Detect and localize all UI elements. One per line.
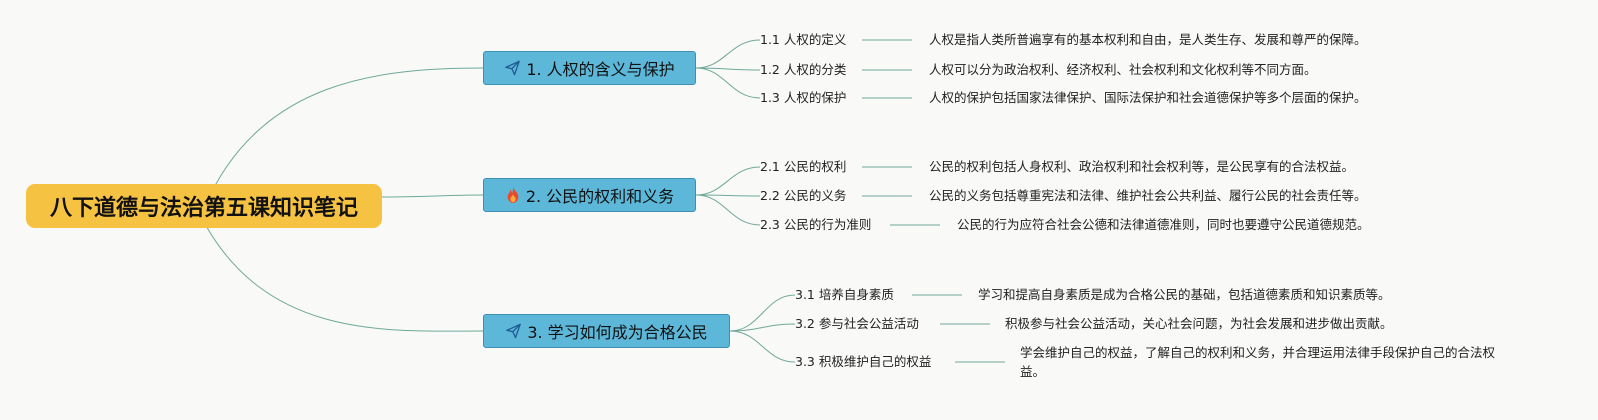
subtopic-3-1[interactable]: 3.1 培养自身素质 <box>795 287 894 302</box>
subtopic-1-3-note: 人权的保护包括国家法律保护、国际法保护和社会道德保护等多个层面的保护。 <box>929 90 1367 105</box>
root-topic[interactable]: 八下道德与法治第五课知识笔记 <box>26 184 382 228</box>
subtopic-2-1-note: 公民的权利包括人身权利、政治权利和社会权利等，是公民享有的合法权益。 <box>929 159 1355 174</box>
subtopic-1-1-note: 人权是指人类所普遍享有的基本权利和自由，是人类生存、发展和尊严的保障。 <box>929 32 1367 47</box>
branch-2-to-item-2-link <box>695 194 761 197</box>
branch-topic-2-label: 2. 公民的权利和义务 <box>525 187 675 206</box>
subtopic-2-3[interactable]: 2.3 公民的行为准则 <box>760 217 872 232</box>
subtopic-2-1[interactable]: 2.1 公民的权利 <box>760 159 847 174</box>
root-to-branch-3-link <box>204 223 484 332</box>
subtopic-2-2-note: 公民的义务包括尊重宪法和法律、维护社会公共利益、履行公民的社会责任等。 <box>929 188 1367 203</box>
root-to-branch-1-link <box>204 67 484 207</box>
branch-topic-3-label: 3. 学习如何成为合格公民 <box>527 323 708 342</box>
subtopic-2-3-note: 公民的行为应符合社会公德和法律道德准则，同时也要遵守公民道德规范。 <box>957 217 1370 232</box>
subtopic-3-1-note: 学习和提高自身素质是成为合格公民的基础，包括道德素质和知识素质等。 <box>978 287 1391 302</box>
root-topic-label: 八下道德与法治第五课知识笔记 <box>49 196 358 221</box>
branch-topic-1[interactable]: 1. 人权的含义与保护 <box>483 51 696 85</box>
branch-topic-2[interactable]: 2. 公民的权利和义务 <box>483 178 696 212</box>
branch-1-to-item-3-link <box>695 67 761 99</box>
branch-topic-1-label: 1. 人权的含义与保护 <box>526 60 675 79</box>
branch-1-to-item-2-link <box>695 67 761 71</box>
subtopic-3-2-note: 积极参与社会公益活动，关心社会问题，为社会发展和进步做出贡献。 <box>1005 316 1393 331</box>
branch-1-to-item-1-link <box>695 39 761 69</box>
root-to-branch-2-link <box>381 194 484 198</box>
subtopic-2-2[interactable]: 2.2 公民的义务 <box>760 188 847 203</box>
subtopic-3-3[interactable]: 3.3 积极维护自己的权益 <box>795 354 932 369</box>
subtopic-3-3-note: 学会维护自己的权益，了解自己的权利和义务，并合理运用法律手段保护自己的合法权益。 <box>1020 345 1496 379</box>
subtopic-1-3[interactable]: 1.3 人权的保护 <box>760 90 847 105</box>
branch-2-to-item-3-link <box>695 194 761 226</box>
branch-3-to-item-3-link <box>729 330 796 363</box>
subtopic-1-1[interactable]: 1.1 人权的定义 <box>760 32 847 47</box>
paper-plane-icon <box>505 323 522 339</box>
branch-3-to-item-1-link <box>729 294 796 332</box>
branch-2-to-item-1-link <box>695 166 761 196</box>
subtopic-3-2[interactable]: 3.2 参与社会公益活动 <box>795 316 919 331</box>
fire-icon <box>505 186 521 204</box>
subtopic-1-2[interactable]: 1.2 人权的分类 <box>760 62 847 77</box>
branch-3-to-item-2-link <box>729 323 796 332</box>
paper-plane-icon <box>504 60 521 76</box>
branch-topic-3[interactable]: 3. 学习如何成为合格公民 <box>483 314 730 348</box>
subtopic-1-2-note: 人权可以分为政治权利、经济权利、社会权利和文化权利等不同方面。 <box>929 62 1317 77</box>
